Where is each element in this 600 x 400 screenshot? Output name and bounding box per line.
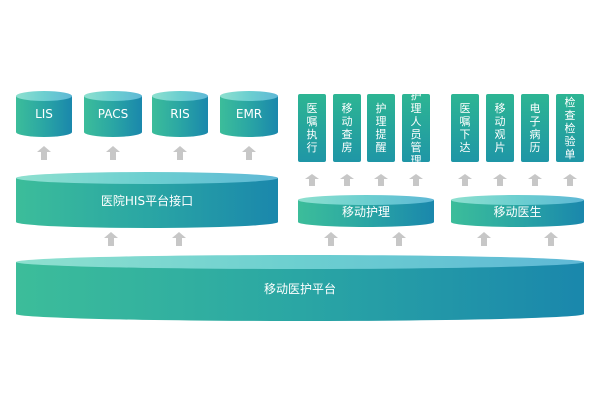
arrow-icon: [242, 146, 256, 160]
arrow-icon: [493, 174, 507, 186]
module-box: 电子病历: [521, 94, 549, 162]
db-ris: RIS: [152, 91, 208, 137]
arrow-icon: [392, 232, 406, 246]
module-box: 移动查房: [333, 94, 361, 162]
arrow-icon: [305, 174, 319, 186]
module-box: 移动观片: [486, 94, 514, 162]
arrow-icon: [409, 174, 423, 186]
arrow-icon: [340, 174, 354, 186]
arrow-icon: [37, 146, 51, 160]
module-box: 检查检验单: [556, 94, 584, 162]
module-box: 护理人员管理: [402, 89, 430, 167]
db-pacs: PACS: [84, 91, 142, 137]
his-interface: 医院HIS平台接口: [16, 172, 278, 228]
arrow-icon: [374, 174, 388, 186]
arrow-icon: [477, 232, 491, 246]
arrow-icon: [458, 174, 472, 186]
arrow-icon: [528, 174, 542, 186]
arrow-icon: [324, 232, 338, 246]
arrow-icon: [104, 232, 118, 246]
module-box: 护理提醒: [367, 94, 395, 162]
nursing-platform: 移动护理: [298, 195, 434, 227]
arrow-icon: [544, 232, 558, 246]
module-box: 医嘱执行: [298, 94, 326, 162]
arrow-icon: [172, 232, 186, 246]
module-box: 医嘱下达: [451, 94, 479, 162]
arrow-icon: [106, 146, 120, 160]
arrow-icon: [173, 146, 187, 160]
db-lis: LIS: [16, 91, 72, 137]
db-emr: EMR: [220, 91, 278, 137]
base-platform: 移动医护平台: [16, 255, 584, 321]
arrow-icon: [563, 174, 577, 186]
doctor-platform: 移动医生: [451, 195, 584, 227]
